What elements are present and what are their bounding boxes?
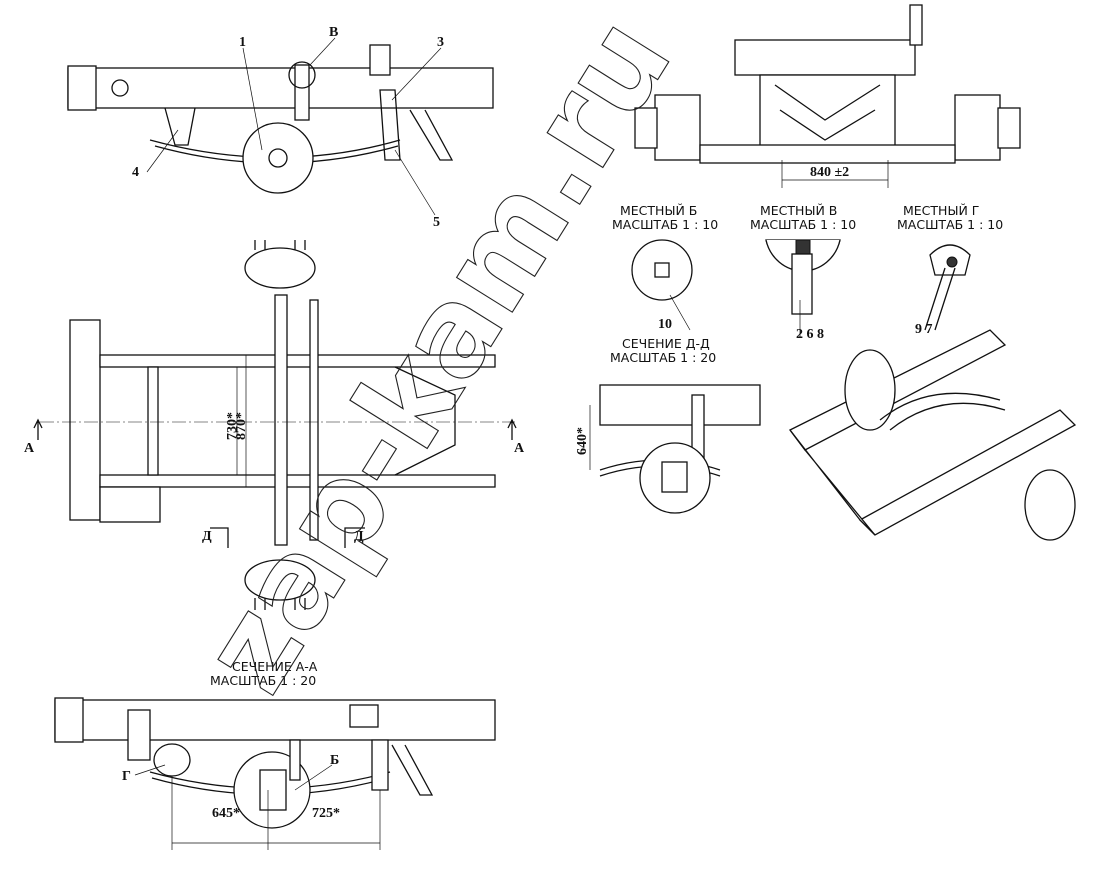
section-dd-title: СЕЧЕНИЕ Д-Д — [622, 336, 710, 351]
callout-3: 3 — [437, 35, 444, 50]
section-mark-d-left: Д — [202, 529, 212, 544]
section-aa-title: СЕЧЕНИЕ А-А — [232, 659, 318, 674]
side-view-top — [67, 44, 494, 194]
callout-b: Б — [330, 753, 339, 768]
dim-645: 645* — [212, 806, 240, 821]
local-b-title: МЕСТНЫЙ Б — [620, 203, 697, 218]
local-v-scale: МАСШТАБ 1 : 10 — [750, 217, 856, 232]
callout-97: 9 7 — [915, 322, 933, 337]
section-aa-scale: МАСШТАБ 1 : 20 — [210, 673, 316, 688]
section-mark-a-left: А — [24, 441, 35, 456]
dim-870: 870* — [234, 412, 249, 440]
local-g-scale: МАСШТАБ 1 : 10 — [897, 217, 1003, 232]
rear-view — [634, 4, 1021, 164]
plan-view — [69, 240, 496, 610]
dim-640: 640* — [575, 427, 590, 455]
local-b-scale: МАСШТАБ 1 : 10 — [612, 217, 718, 232]
callout-g: Г — [122, 769, 131, 784]
callout-4: 4 — [132, 165, 139, 180]
local-g-title: МЕСТНЫЙ Г — [903, 203, 979, 218]
callout-268: 2 6 8 — [796, 327, 824, 342]
section-dd-scale: МАСШТАБ 1 : 20 — [610, 350, 716, 365]
section-mark-d-right: Д — [354, 529, 364, 544]
callout-10: 10 — [658, 317, 672, 332]
dim-840: 840 ±2 — [810, 165, 849, 180]
callout-5: 5 — [433, 215, 440, 230]
callout-1: 1 — [239, 35, 246, 50]
section-mark-a-right: А — [514, 441, 525, 456]
dim-730: 730* — [225, 412, 240, 440]
isometric-view — [789, 329, 1077, 541]
dim-725: 725* — [312, 806, 340, 821]
callout-v: В — [329, 25, 338, 40]
local-v-title: МЕСТНЫЙ В — [760, 203, 837, 218]
